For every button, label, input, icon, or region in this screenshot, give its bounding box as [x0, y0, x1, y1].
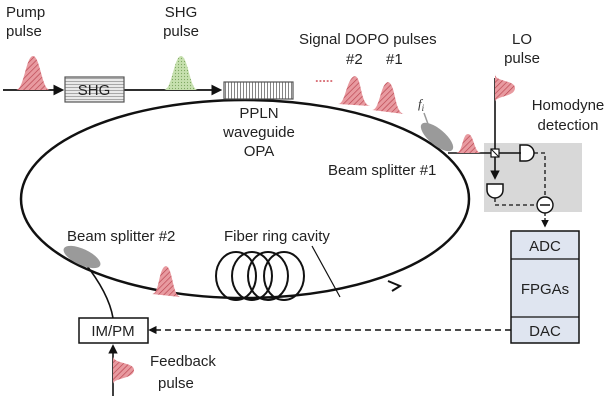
adc-label: ADC — [529, 238, 561, 255]
fiber-coil-icon — [215, 251, 305, 301]
ring-direction-arrow-bottom — [387, 280, 403, 292]
signal-n2: #2 — [346, 51, 363, 68]
ppln-label-3: OPA — [244, 143, 275, 160]
lo-label-2: pulse — [504, 50, 540, 67]
shg-pulse-shape — [164, 56, 198, 90]
pump-label-2: pulse — [6, 23, 42, 40]
feedback-label-1: Feedback — [150, 353, 216, 370]
beam-splitter-1 — [420, 122, 454, 152]
detector-2-signal — [494, 198, 537, 206]
dac-label: DAC — [529, 323, 561, 340]
fiber-pointer — [311, 245, 341, 298]
signal-n1: #1 — [386, 51, 403, 68]
dopo-dots: ..... — [315, 70, 333, 85]
impm-box — [78, 317, 149, 344]
lo-pulse-shape — [495, 74, 515, 102]
fi-marker — [423, 112, 429, 125]
shg-pulse-label-2: pulse — [163, 23, 199, 40]
shg-pulse-label-1: SHG — [165, 4, 198, 21]
detector-1-signal — [534, 152, 546, 196]
fpgas-label: FPGAs — [521, 281, 569, 298]
ppln-label-2: waveguide — [222, 124, 295, 141]
homodyne-label-2: detection — [538, 117, 599, 134]
bs2-label: Beam splitter #2 — [67, 228, 175, 245]
shg-box-label: SHG — [78, 82, 111, 99]
dopo-pulse-2 — [338, 76, 370, 106]
shg-box — [64, 76, 125, 103]
fiber-label: Fiber ring cavity — [224, 228, 330, 245]
feedback-label-2: pulse — [158, 375, 194, 392]
homodyne-label-1: Homodyne — [532, 97, 605, 114]
pump-pulse-shape — [16, 56, 50, 90]
beam-splitter-2 — [63, 245, 101, 269]
ppln-label-1: PPLN — [239, 105, 278, 122]
bs1-label: Beam splitter #1 — [328, 162, 436, 179]
pump-label-1: Pump — [6, 4, 45, 21]
dopo-pulse-1 — [372, 82, 404, 114]
ppln-waveguide — [223, 81, 294, 100]
ring-pulse — [152, 266, 180, 297]
fi-label: fi — [418, 96, 425, 113]
signal-label: Signal DOPO pulses — [299, 31, 437, 48]
detector-1-icon — [519, 144, 535, 162]
feedback-pulse-shape — [113, 356, 134, 384]
impm-label: IM/PM — [91, 323, 134, 340]
detector-2-icon — [486, 183, 504, 199]
fpga-block — [510, 230, 580, 344]
tapped-pulse — [456, 134, 481, 153]
lo-label-1: LO — [512, 31, 532, 48]
